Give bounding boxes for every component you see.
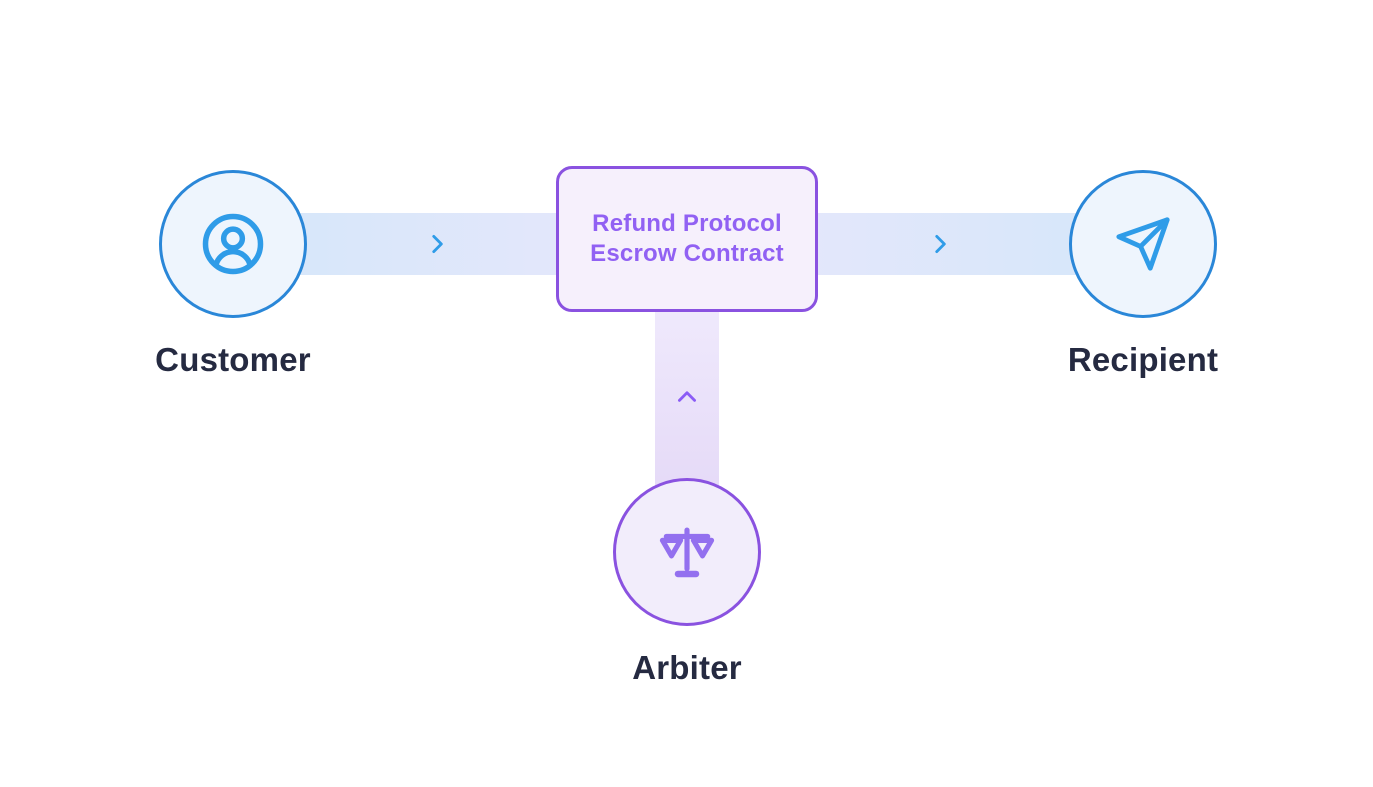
escrow-contract-label-line1: Refund Protocol [592,210,782,237]
user-circle-icon [200,211,266,277]
customer-node [159,170,307,318]
arbiter-node [613,478,761,626]
connector-customer-to-escrow [270,213,560,275]
arbiter-label: Arbiter [632,649,742,686]
send-icon [1114,215,1172,273]
recipient-label: Recipient [1067,341,1219,378]
escrow-contract-label-line2: Escrow Contract [590,240,784,267]
chevron-right-icon [927,231,953,257]
chevron-right-icon [424,231,450,257]
customer-label: Customer [155,341,311,378]
escrow-contract-node: Refund Protocol Escrow Contract [556,166,818,312]
chevron-up-icon [674,383,700,409]
connector-escrow-to-recipient [814,213,1110,275]
scales-icon [656,521,718,583]
recipient-node [1069,170,1217,318]
